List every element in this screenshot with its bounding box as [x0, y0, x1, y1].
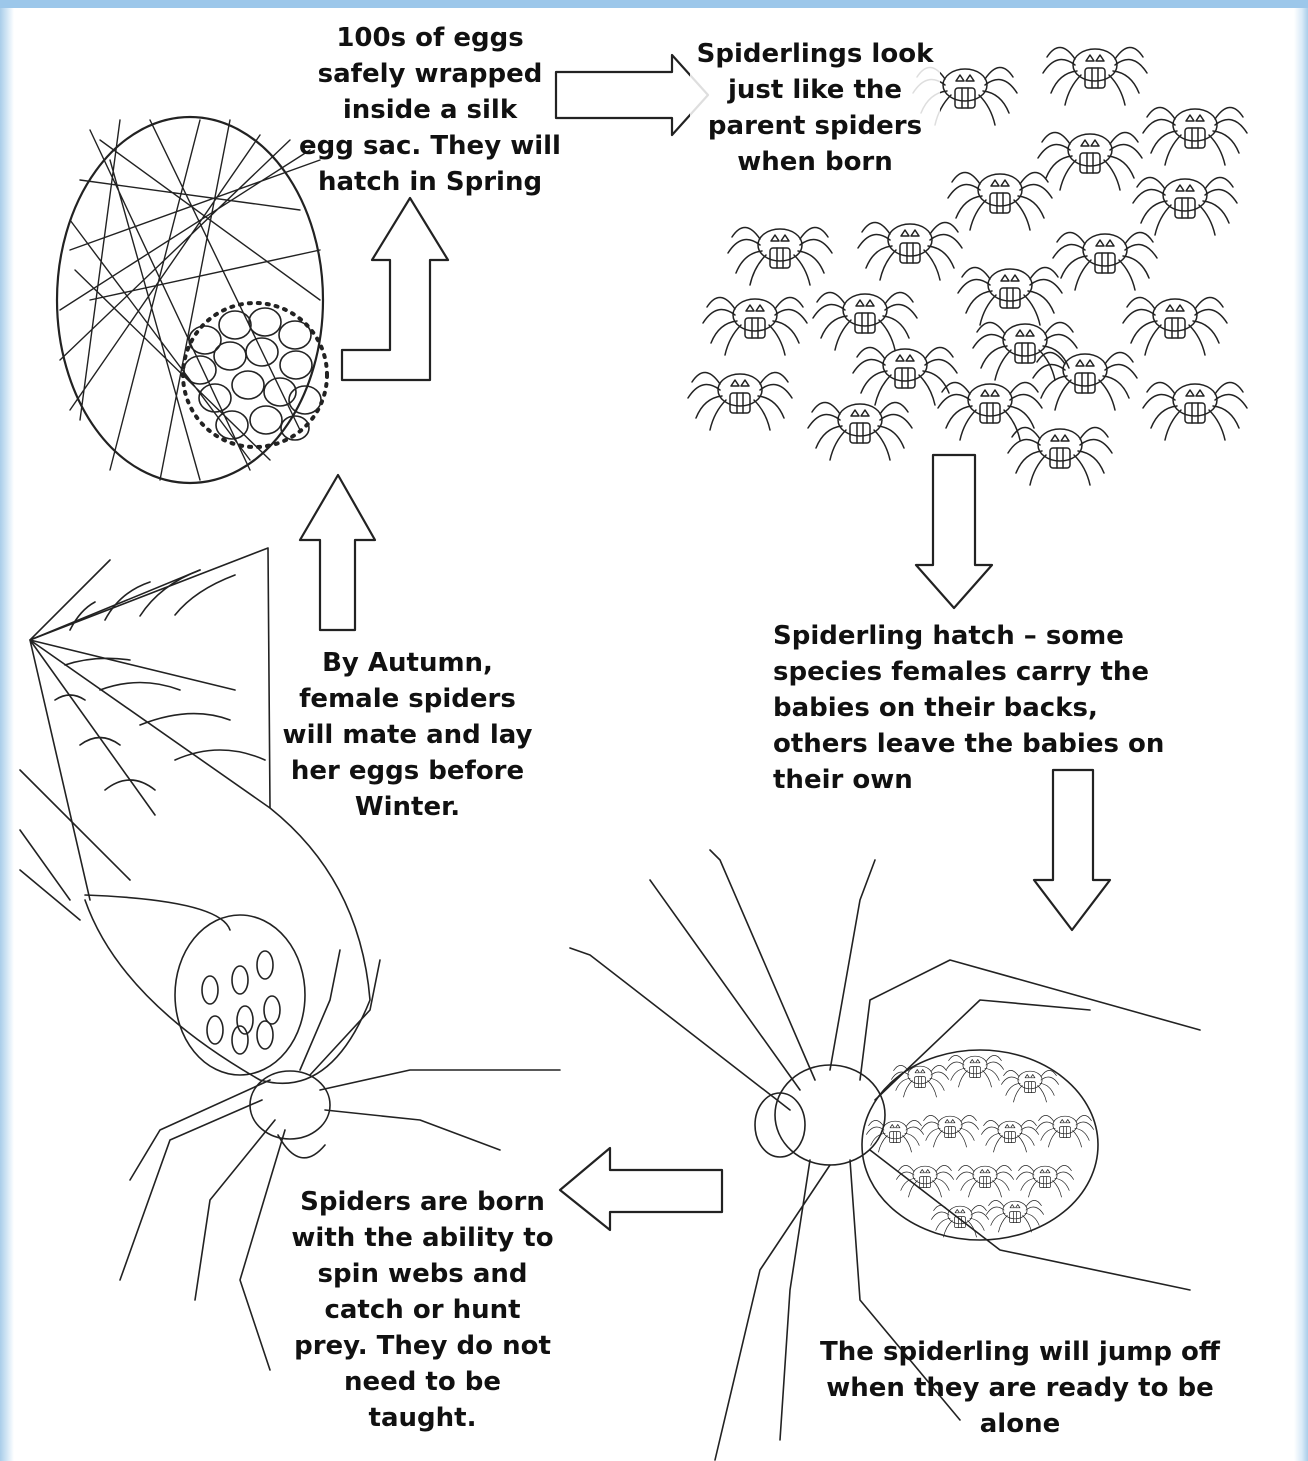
spiderling-icon [938, 382, 1042, 440]
stage-spiderlings-text: Spiderlings look just like the parent sp… [690, 36, 940, 180]
spiderling-icon [948, 172, 1052, 230]
spiderling-icon [956, 1165, 1013, 1197]
spiderling-icon [853, 347, 957, 405]
stage-eggs-text: 100s of eggs safely wrapped inside a sil… [280, 20, 580, 200]
spiderling-icon [921, 1115, 978, 1147]
stage-autumn-text: By Autumn, female spiders will mate and … [275, 645, 540, 825]
spiderling-icon [808, 402, 912, 460]
stage-jump-off-text: The spiderling will jump off when they a… [810, 1334, 1230, 1442]
spiderling-icon [1008, 427, 1112, 485]
spiderling-icon [728, 227, 832, 285]
stage-born-ability-text: Spiders are born with the ability to spi… [285, 1184, 560, 1436]
stage-hatch-text: Spiderling hatch – some species females … [773, 618, 1193, 798]
spiderling-icon [813, 292, 917, 350]
spiderling-icon [1053, 232, 1157, 290]
spiderling-icon [1043, 47, 1147, 105]
arrow-left-to-adult [560, 1148, 722, 1230]
spiderling-icon [981, 1120, 1038, 1152]
spiderling-icon [1036, 1115, 1093, 1147]
spiderling-icon [1038, 132, 1142, 190]
arrow-down-to-hatch [916, 455, 992, 608]
spiderling-icon [688, 372, 792, 430]
spiderling-icon [1001, 1070, 1058, 1102]
spiderling-icon [891, 1065, 948, 1097]
spiderling-icon [946, 1055, 1003, 1087]
spiderling-icon [1033, 352, 1137, 410]
spiderling-icon [1123, 297, 1227, 355]
spiderling-icon [1143, 107, 1247, 165]
spiderling-icon [1143, 382, 1247, 440]
spiderling-icon [866, 1120, 923, 1152]
spiderling-icon [1016, 1165, 1073, 1197]
spiderling-icon [1133, 177, 1237, 235]
baby-spiders-on-back [866, 1055, 1093, 1237]
arrow-egg-sac-up [342, 198, 448, 380]
spiderling-icon [931, 1205, 988, 1237]
spiderling-icon [703, 297, 807, 355]
spiderling-icon [958, 267, 1062, 325]
spiderling-icon [986, 1200, 1043, 1232]
spiderling-icon [973, 322, 1077, 380]
arrow-up-to-egg-sac [300, 475, 375, 630]
spiderling-icon [858, 222, 962, 280]
